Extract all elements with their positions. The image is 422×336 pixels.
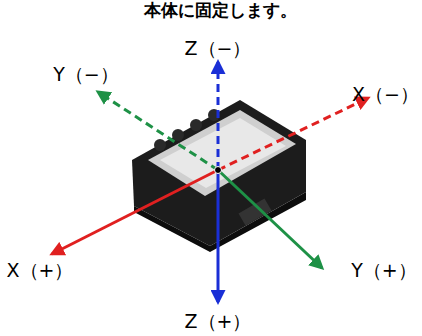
note-text: 本体に固定します。 [144,1,297,20]
axis-lines [52,62,368,302]
axis-label: Z（+） [185,311,252,332]
axis-label: X（−） [352,84,419,105]
axis-label: Y（+） [351,260,417,281]
axis-label: Z（−） [185,38,252,59]
axis-label: X（+） [7,260,74,281]
axis-label: Y（−） [53,64,119,85]
